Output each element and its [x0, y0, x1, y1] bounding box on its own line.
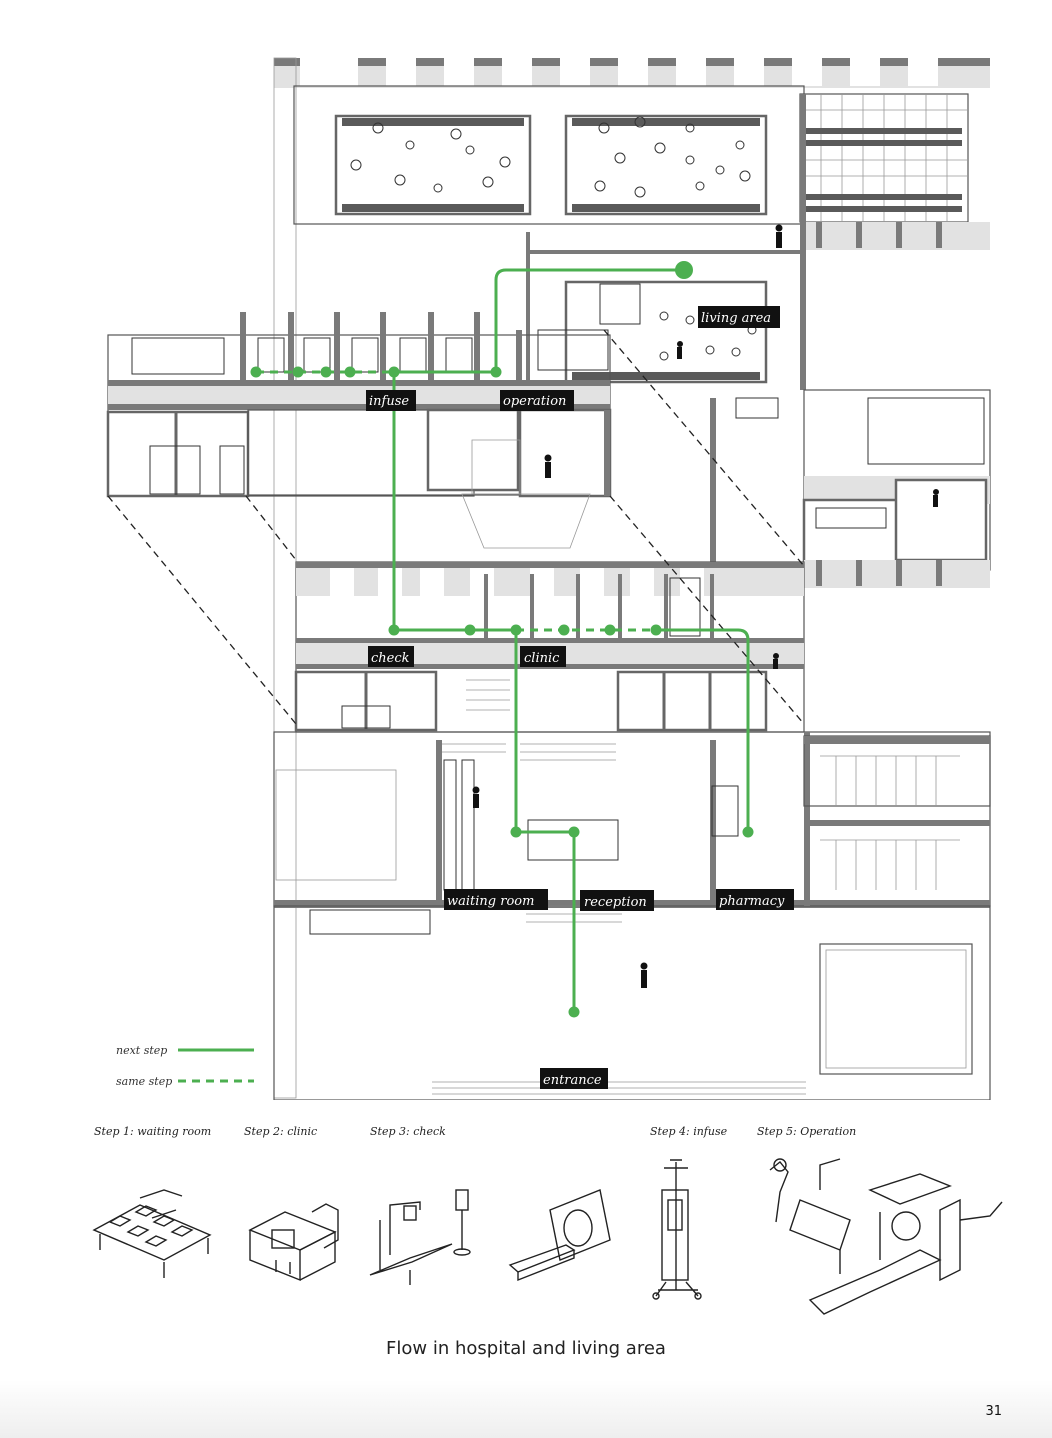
top-wing — [273, 57, 990, 1099]
node-infuse-2 — [292, 366, 304, 378]
animal-pen-2 — [564, 114, 768, 216]
route-infuse-to-operation — [394, 268, 684, 374]
route-path — [250, 261, 754, 1018]
clinic-desk-icon — [248, 1203, 339, 1282]
svg-text:entrance: entrance — [543, 1073, 602, 1088]
figure-caption: Flow in hospital and living area — [386, 1338, 666, 1359]
svg-text:clinic: clinic — [524, 651, 560, 666]
svg-text:pharmacy: pharmacy — [719, 894, 785, 909]
svg-text:reception: reception — [584, 895, 647, 910]
node-waiting-room — [510, 826, 522, 838]
projection-lines — [107, 329, 805, 725]
node-operation — [490, 366, 502, 378]
room-labels: living area infuse operation check clini… — [366, 306, 794, 1089]
svg-text:infuse: infuse — [369, 394, 409, 409]
animal-icons — [350, 116, 751, 198]
waiting-chairs-icon — [92, 1189, 212, 1278]
hospital-floor-plan: living area infuse operation check clini… — [106, 57, 991, 1100]
infusion-stand-icon — [652, 1159, 702, 1300]
step-2-label: Step 2: clinic — [244, 1125, 318, 1138]
people-icons — [472, 224, 939, 988]
node-clinic-1 — [464, 624, 476, 636]
node-infuse-4 — [344, 366, 356, 378]
step-3-label: Step 3: check — [370, 1125, 446, 1138]
ct-scanner-icon — [508, 1189, 611, 1282]
svg-text:operation: operation — [503, 394, 566, 409]
svg-text:waiting room: waiting room — [447, 894, 534, 909]
operating-table-icon — [769, 1158, 1003, 1315]
step-5-label: Step 5: Operation — [757, 1125, 857, 1138]
xray-machine-icon — [369, 1189, 471, 1285]
node-infuse-1 — [250, 366, 262, 378]
living-area-room — [537, 280, 768, 384]
label-entrance: entrance — [540, 1068, 608, 1089]
label-check: check — [368, 646, 414, 667]
svg-text:living area: living area — [701, 311, 771, 326]
label-clinic: clinic — [520, 646, 566, 667]
node-clinic-5 — [650, 624, 662, 636]
waiting-seats — [443, 759, 475, 891]
label-infuse: infuse — [366, 390, 416, 411]
node-clinic-2 — [510, 624, 522, 636]
right-middle-block — [710, 389, 991, 588]
node-living-area — [675, 261, 693, 279]
node-reception — [568, 826, 580, 838]
legend-next-step-label: next step — [116, 1044, 167, 1057]
label-reception: reception — [580, 890, 654, 911]
equipment-illustrations — [92, 1158, 1003, 1315]
ground-floor — [273, 731, 991, 1100]
node-infuse-3 — [320, 366, 332, 378]
node-infuse-5 — [388, 366, 400, 378]
label-living-area: living area — [698, 306, 780, 328]
svg-text:check: check — [371, 651, 410, 666]
label-waiting-room: waiting room — [444, 889, 548, 910]
legend-same-step-label: same step — [116, 1075, 172, 1088]
page-number: 31 — [985, 1404, 1002, 1419]
node-entrance — [568, 1006, 580, 1018]
upper-floor — [106, 312, 612, 549]
node-pharmacy — [742, 826, 754, 838]
node-clinic-3 — [558, 624, 570, 636]
step-4-label: Step 4: infuse — [650, 1125, 728, 1138]
node-check — [388, 624, 400, 636]
animal-pen-1 — [334, 114, 532, 216]
page-footer-shade — [0, 1380, 1052, 1438]
step-1-label: Step 1: waiting room — [94, 1125, 212, 1138]
node-clinic-4 — [604, 624, 616, 636]
label-pharmacy: pharmacy — [716, 889, 794, 910]
route-clinic-to-pharmacy — [656, 628, 750, 832]
legend: next step same step — [116, 1044, 254, 1088]
label-operation: operation — [500, 390, 574, 411]
